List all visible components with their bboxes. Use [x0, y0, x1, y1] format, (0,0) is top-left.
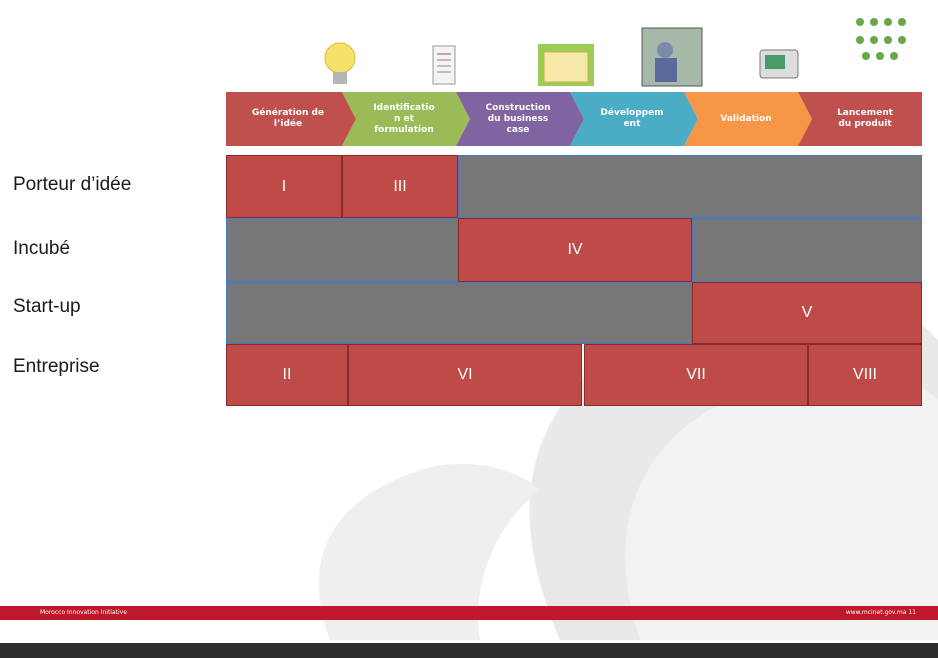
- phase-label-identification: Identificatio n et formulation: [373, 102, 435, 135]
- cell-porteur-i: I: [226, 155, 342, 218]
- cell-entreprise-vii: VII: [584, 344, 808, 406]
- phase-arrow-5: [684, 92, 812, 146]
- phase-label-validation: Validation: [720, 113, 772, 124]
- row-label-entreprise: Entreprise: [13, 356, 100, 377]
- cell-incube-iv: IV: [458, 218, 692, 282]
- cell-incube-inactive-right: [692, 218, 922, 282]
- cell-incube-inactive-left: [226, 218, 458, 282]
- process-arrows: [226, 92, 922, 146]
- engineer-icon: [641, 27, 703, 87]
- folder-icon: [538, 44, 594, 86]
- cell-porteur-iii: III: [342, 155, 458, 218]
- phase-arrow-3: [456, 92, 584, 146]
- phase-label-generation: Génération de l’idée: [251, 108, 325, 129]
- cell-entreprise-vi: VI: [348, 344, 582, 406]
- row-label-startup: Start-up: [13, 296, 81, 317]
- document-icon: [432, 45, 456, 85]
- phase-arrow-4: [570, 92, 698, 146]
- monitor-icon: [759, 49, 799, 79]
- phase-label-business-case: Construction du business case: [485, 102, 551, 135]
- phase-label-lancement: Lancement du produit: [837, 108, 893, 129]
- phase-icons: [324, 18, 906, 87]
- footer-bar: Morocco Innovation Initiative www.mcinet…: [0, 606, 938, 620]
- cell-startup-inactive: [226, 282, 692, 344]
- lightbulb-icon: [324, 42, 356, 84]
- products-icon: [856, 18, 906, 60]
- footer-url-page: www.mcinet.gov.ma 11: [845, 609, 916, 616]
- cell-startup-v: V: [692, 282, 922, 344]
- phase-arrow-6: [798, 92, 922, 146]
- cell-entreprise-viii: VIII: [808, 344, 922, 406]
- row-label-incube: Incubé: [13, 238, 71, 259]
- phase-arrow-2: [342, 92, 470, 146]
- cell-entreprise-ii: II: [226, 344, 348, 406]
- phase-arrow-1: [226, 92, 356, 146]
- row-label-porteur: Porteur d’idée: [13, 174, 132, 195]
- phase-label-developpement: Développem ent: [600, 108, 664, 129]
- cell-porteur-inactive: [458, 155, 922, 218]
- bottom-bar: [0, 643, 938, 658]
- footer-organization: Morocco Innovation Initiative: [40, 609, 127, 616]
